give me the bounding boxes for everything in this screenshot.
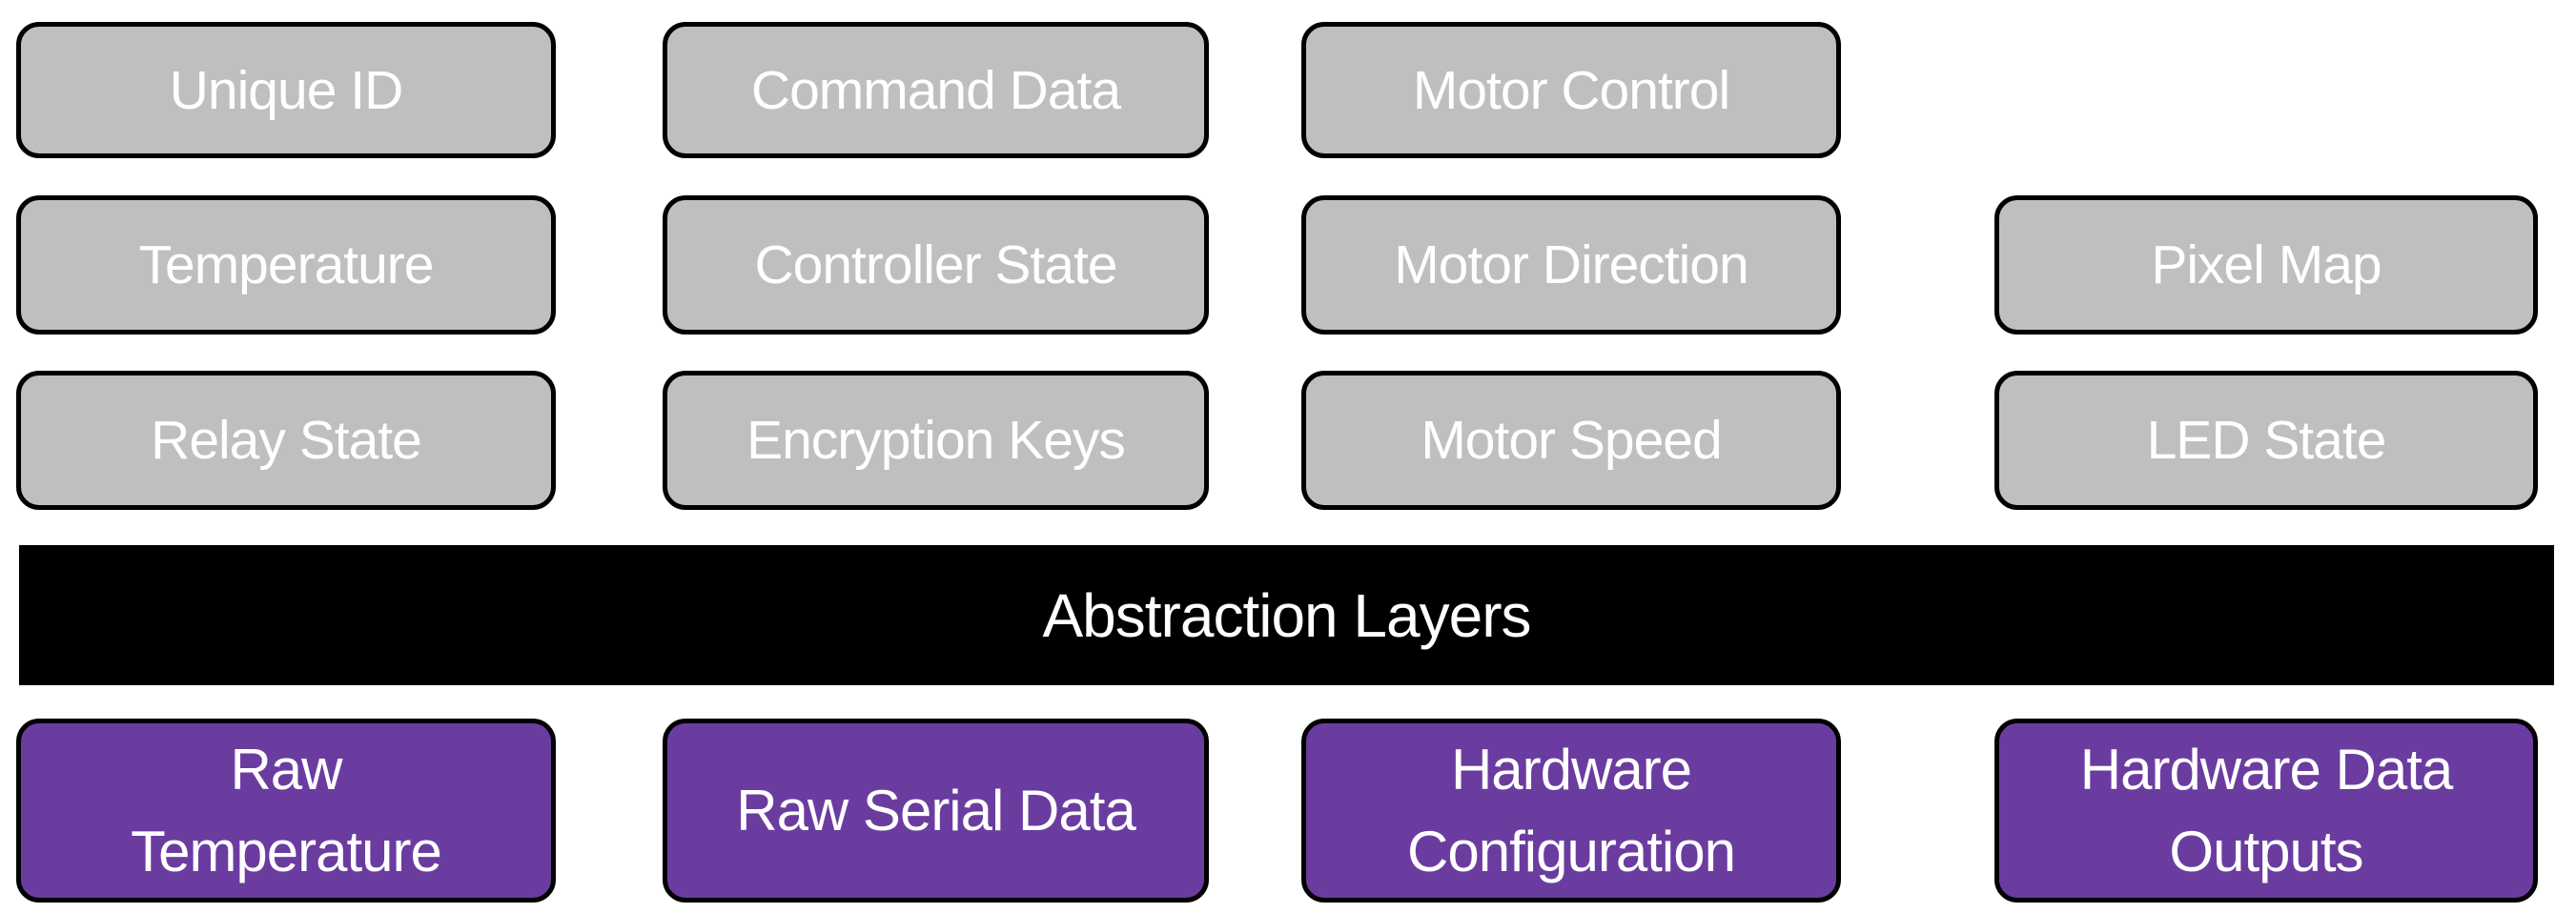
box-label: Command Data <box>750 59 1121 121</box>
box-label: Motor Direction <box>1394 234 1748 295</box>
box-label: Pixel Map <box>2151 234 2382 295</box>
box-relay-state: Relay State <box>16 371 556 510</box>
box-motor-direction: Motor Direction <box>1301 195 1841 335</box>
box-raw-serial-data: Raw Serial Data <box>663 719 1209 903</box>
box-led-state: LED State <box>1994 371 2538 510</box>
box-raw-temperature: Raw Temperature <box>16 719 556 903</box>
box-label: Unique ID <box>169 59 403 121</box>
box-label: Hardware Configuration <box>1407 738 1736 883</box>
divider-label: Abstraction Layers <box>1042 580 1531 650</box>
box-label: Motor Control <box>1412 59 1730 121</box>
box-label: LED State <box>2146 410 2387 471</box>
box-hardware-configuration: Hardware Configuration <box>1301 719 1841 903</box>
box-unique-id: Unique ID <box>16 22 556 158</box>
box-motor-control: Motor Control <box>1301 22 1841 158</box>
box-label: Motor Speed <box>1421 410 1722 471</box>
box-label: Encryption Keys <box>746 410 1126 471</box>
box-command-data: Command Data <box>663 22 1209 158</box>
box-hardware-data-outputs: Hardware Data Outputs <box>1994 719 2538 903</box>
box-label: Hardware Data Outputs <box>2079 738 2454 883</box>
box-label: Temperature <box>138 234 435 295</box>
abstraction-layers-bar: Abstraction Layers <box>19 545 2554 685</box>
box-label: Raw Serial Data <box>736 778 1136 842</box>
box-controller-state: Controller State <box>663 195 1209 335</box>
box-temperature: Temperature <box>16 195 556 335</box>
box-motor-speed: Motor Speed <box>1301 371 1841 510</box>
box-pixel-map: Pixel Map <box>1994 195 2538 335</box>
box-label: Raw Temperature <box>131 738 442 883</box>
box-encryption-keys: Encryption Keys <box>663 371 1209 510</box>
box-label: Controller State <box>754 234 1117 295</box>
box-label: Relay State <box>151 410 422 471</box>
